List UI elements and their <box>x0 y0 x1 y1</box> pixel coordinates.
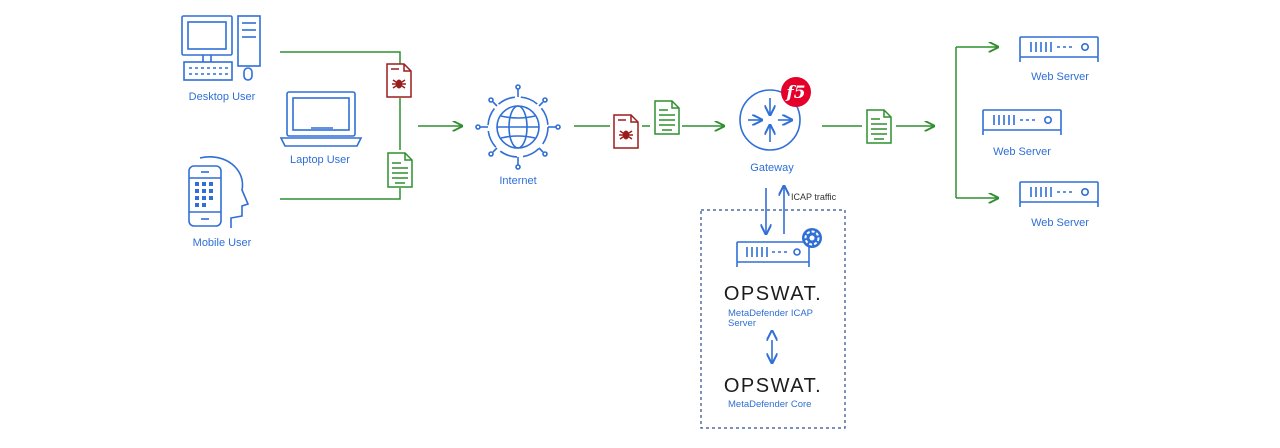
server-icon <box>1019 36 1099 62</box>
svg-text:f5: f5 <box>785 83 805 103</box>
router-icon <box>739 89 801 151</box>
mobile-user-label: Mobile User <box>193 237 252 249</box>
server-icon <box>1019 181 1099 207</box>
mobile-connector <box>280 188 401 200</box>
opswat-container <box>700 209 846 429</box>
server-icon <box>982 109 1062 135</box>
laptop-icon <box>279 91 363 147</box>
malicious-file-icon <box>386 63 412 98</box>
desktop-icon <box>181 15 261 81</box>
opswat-badge-icon <box>802 228 822 248</box>
icap-server-label-line2: Server <box>728 318 756 329</box>
clean-file-icon <box>654 100 680 135</box>
opswat-logo: OPSWAT. <box>724 283 822 305</box>
server-icon <box>736 241 810 267</box>
clean-file-icon <box>387 152 413 188</box>
clean-file-icon <box>866 109 892 144</box>
globe-icon <box>475 84 561 170</box>
f5-logo: f5 <box>781 77 811 107</box>
opswat-logo: OPSWAT. <box>724 375 822 397</box>
desktop-connector <box>280 51 401 64</box>
gateway-label: Gateway <box>750 162 794 174</box>
web-server-label: Web Server <box>1031 71 1089 83</box>
web-server-label: Web Server <box>993 146 1051 158</box>
malicious-file-icon <box>613 114 639 149</box>
icap-traffic-label: ICAP traffic <box>791 192 837 202</box>
user-head-icon <box>199 156 250 228</box>
mobile-icon <box>188 165 222 227</box>
web-server-label: Web Server <box>1031 217 1089 229</box>
desktop-user-label: Desktop User <box>189 91 256 103</box>
icap-server-label: MetaDefender ICAP <box>728 308 813 319</box>
internet-label: Internet <box>499 175 536 187</box>
laptop-user-label: Laptop User <box>290 154 350 166</box>
core-label: MetaDefender Core <box>728 399 811 410</box>
